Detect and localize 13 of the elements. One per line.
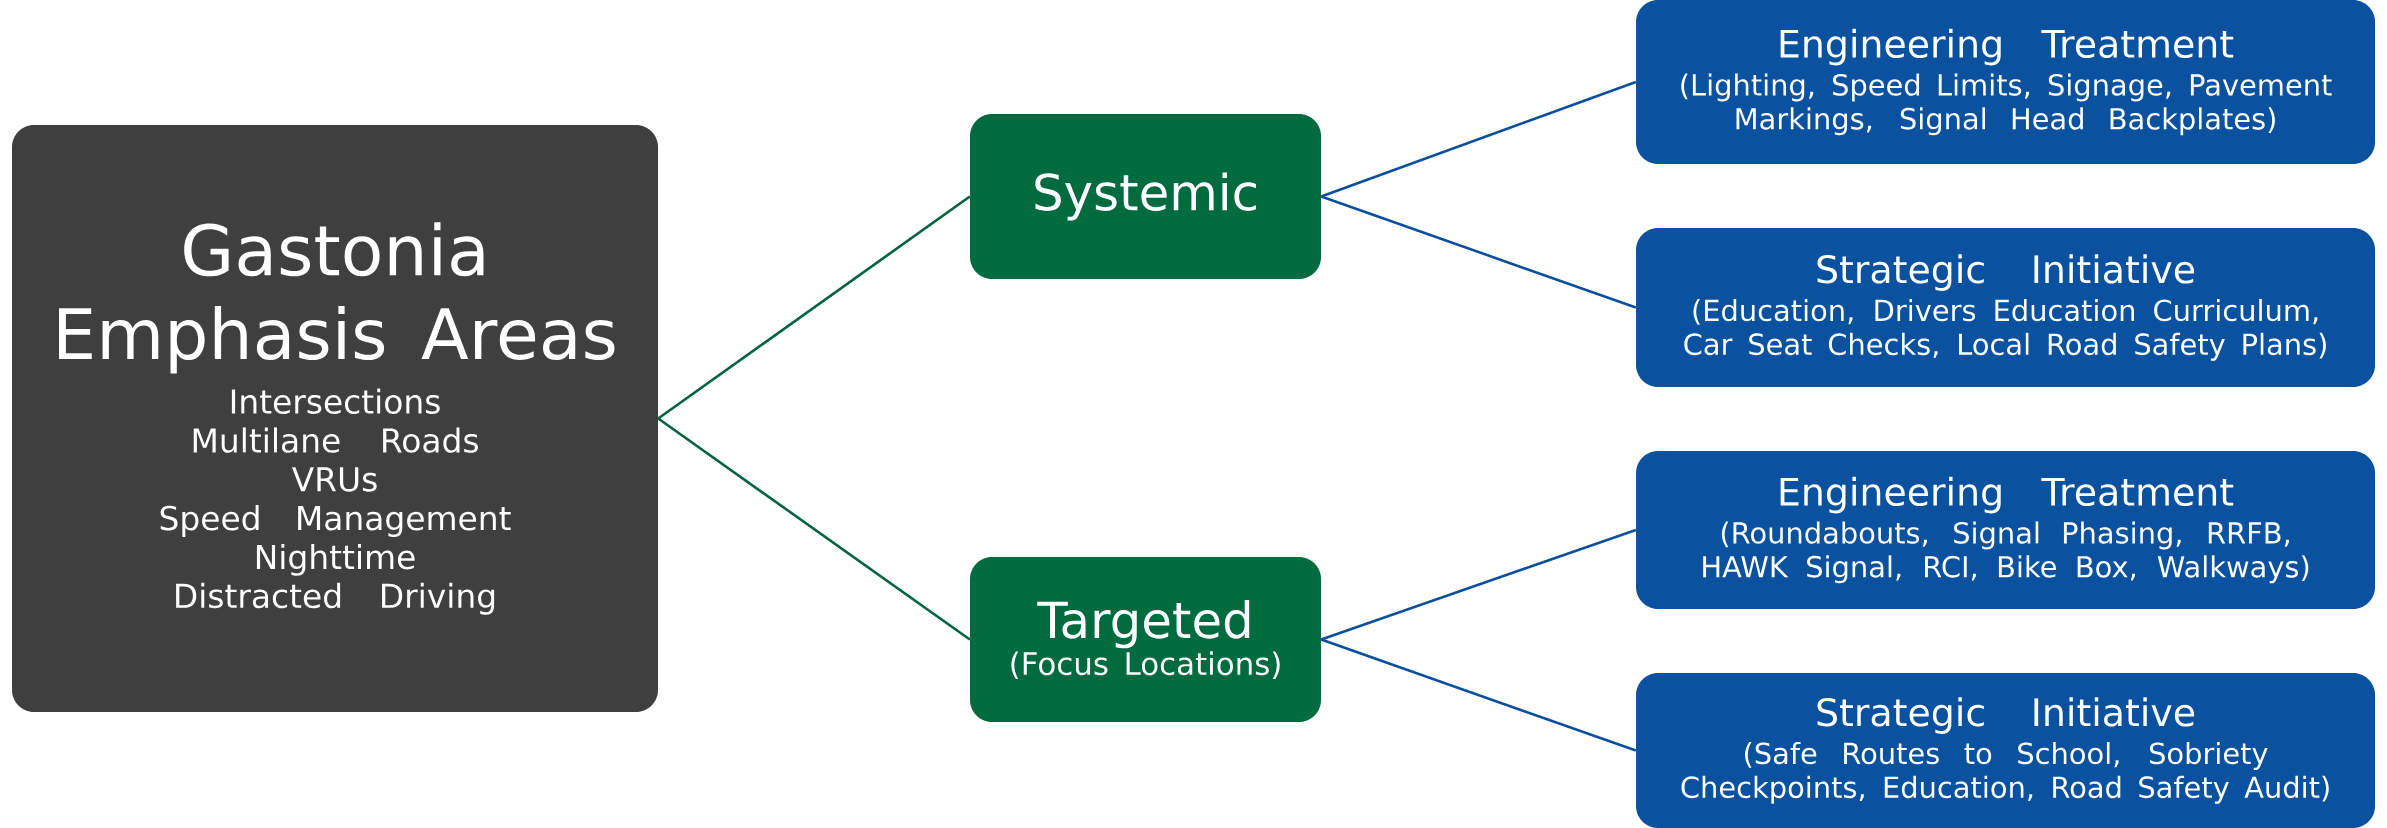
connector-line [1320,80,1637,198]
connector-line [1320,195,1637,309]
connector-line [1320,638,1637,752]
treatment-box: Engineering Treatment (Roundabouts, Signal Phasing, RRFB, HAWK Signal, RCI, Bike Box, Walkways) [1636,451,2376,609]
connector-line [657,417,971,641]
treatment-box: Strategic Initiative (Safe Routes to School, Sobriety Checkpoints, Education, Road Safety Audit) [1636,673,2376,828]
category-box: Systemic [970,114,1321,279]
treatment-box: Strategic Initiative (Education, Drivers Education Curriculum, Car Seat Checks, Local Road Safety Plans) [1636,228,2376,387]
category-box: Targeted (Focus Locations) [970,557,1321,722]
connector-line [657,195,971,420]
treatment-box: Engineering Treatment (Lighting, Speed Limits, Signage, Pavement Markings, Signal Head Backplates) [1636,0,2376,164]
emphasis-box: Gastonia Emphasis Areas Intersections Multilane Roads VRUs Speed Management Nighttime Distracted Driving [12,125,658,712]
connector-line [1320,528,1637,641]
